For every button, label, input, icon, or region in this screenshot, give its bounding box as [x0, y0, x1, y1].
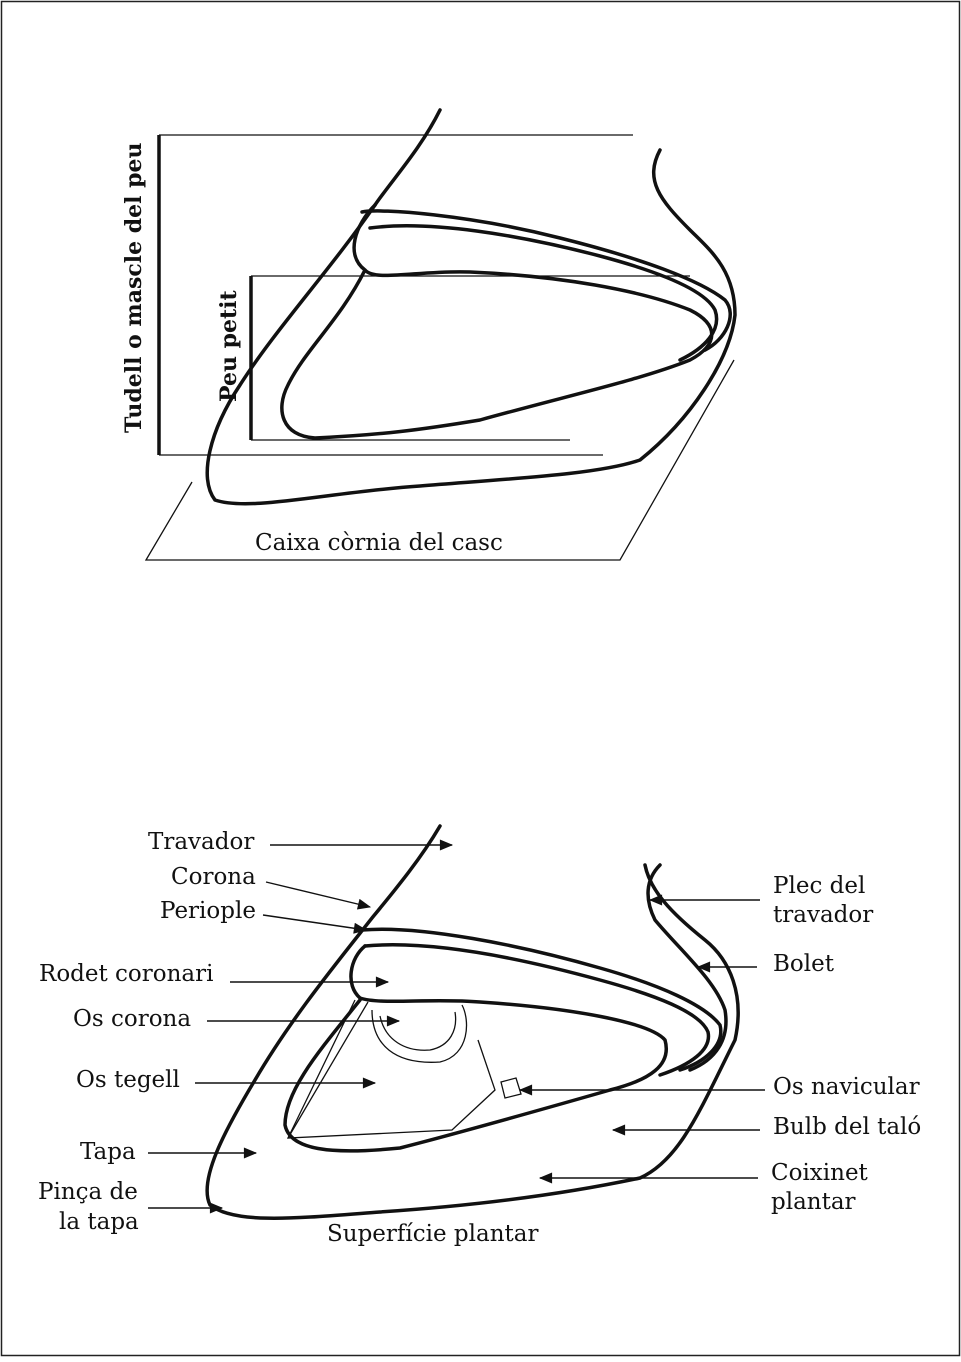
top-diagram: Tudell o mascle del peu Peu petit Caixa … — [121, 110, 735, 560]
label-travador: Travador — [148, 829, 254, 855]
arrow-corona — [266, 882, 370, 907]
tudell-label: Tudell o mascle del peu — [121, 142, 147, 433]
peu-petit-label: Peu petit — [216, 289, 242, 402]
label-periople: Periople — [160, 898, 256, 924]
coronary-band-inner-2 — [370, 226, 717, 360]
label-plec-2: travador — [773, 902, 873, 928]
coronary-band-outer — [282, 205, 712, 438]
label-os-navicular: Os navicular — [773, 1074, 920, 1100]
os-corona-inner — [380, 1012, 456, 1050]
hoof-wall-outline — [207, 110, 735, 504]
label-os-tegell: Os tegell — [76, 1067, 180, 1093]
label-os-corona: Os corona — [73, 1006, 191, 1032]
label-pinca-1: Pinça de — [38, 1179, 138, 1205]
label-pinca-2: la tapa — [59, 1209, 139, 1235]
label-tapa: Tapa — [80, 1139, 136, 1165]
coronary-band-bottom — [365, 945, 708, 1075]
label-superficie-plantar: Superfície plantar — [327, 1221, 538, 1247]
os-tegell-line-1 — [288, 1002, 368, 1138]
caixa-label: Caixa còrnia del casc — [255, 530, 503, 556]
bottom-diagram: Travador Corona Periople Rodet coronari … — [38, 826, 921, 1247]
label-rodet-coronari: Rodet coronari — [39, 961, 214, 987]
hoof-outline-bottom — [207, 826, 738, 1218]
label-bolet: Bolet — [773, 951, 835, 977]
label-corona: Corona — [171, 864, 256, 890]
os-navicular-shape — [501, 1078, 521, 1098]
label-bulb-talo: Bulb del taló — [773, 1114, 921, 1140]
label-plec-1: Plec del — [773, 873, 865, 899]
label-coixinet-1: Coixinet — [771, 1160, 869, 1186]
coffin-bone-outline — [285, 946, 666, 1151]
arrow-periople — [263, 915, 366, 930]
label-coixinet-2: plantar — [771, 1189, 856, 1215]
